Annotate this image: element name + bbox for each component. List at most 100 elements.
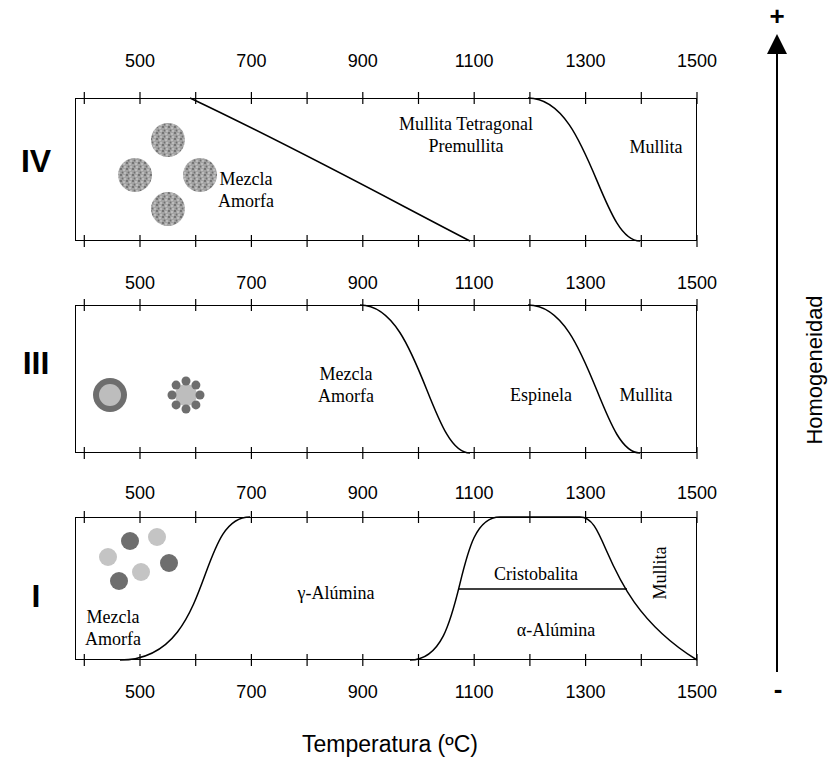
scale-sign: + bbox=[769, 1, 784, 32]
axis-tick bbox=[529, 447, 530, 459]
axis-number: 1500 bbox=[677, 51, 717, 73]
axis-tick bbox=[418, 654, 419, 666]
phase-boundary bbox=[360, 305, 470, 453]
axis-number: 700 bbox=[236, 682, 266, 704]
phase-label: Mullita Tetragonal Premullita bbox=[385, 114, 547, 157]
axis-number: 1100 bbox=[455, 51, 494, 73]
phase-boundary bbox=[459, 588, 627, 590]
particle-icon bbox=[110, 572, 128, 590]
axis-tick bbox=[84, 235, 85, 247]
particle-icon bbox=[121, 532, 139, 550]
particle-dot bbox=[172, 400, 181, 409]
axis-number: 500 bbox=[125, 51, 155, 73]
temperature-panel: IVMezcla AmorfaMullita Tetragonal Premul… bbox=[75, 98, 697, 241]
axis-tick bbox=[139, 235, 140, 247]
particle-dot bbox=[196, 391, 205, 400]
particle-icon bbox=[160, 554, 178, 572]
particle-dot bbox=[172, 381, 181, 390]
particle-icon bbox=[151, 123, 185, 157]
axis-number: 1300 bbox=[566, 483, 606, 505]
axis-number: 1300 bbox=[566, 682, 606, 704]
axis-number: 900 bbox=[348, 682, 378, 704]
axis-title: Homogeneidad bbox=[802, 295, 828, 444]
axis-tick bbox=[529, 654, 530, 666]
particle-icon bbox=[99, 548, 117, 566]
axis-tick bbox=[307, 235, 308, 247]
axis-tick bbox=[418, 447, 419, 459]
particle-dot bbox=[191, 400, 200, 409]
particle-icon bbox=[183, 158, 217, 192]
particle-icon bbox=[148, 528, 166, 546]
particle-icon bbox=[93, 378, 127, 412]
phase-label: Mezcla Amorfa bbox=[207, 169, 285, 212]
particle-dot bbox=[182, 377, 191, 386]
temperature-panel: IMezcla Amorfaγ-AlúminaCristobalitaα-Alú… bbox=[75, 517, 697, 660]
axis-tick bbox=[195, 235, 196, 247]
axis-tick bbox=[139, 447, 140, 459]
axis-number: 500 bbox=[125, 273, 155, 295]
phase-boundary bbox=[410, 517, 697, 660]
homogeneity-arrow bbox=[776, 44, 778, 672]
axis-number: 1500 bbox=[677, 273, 717, 295]
axis-number: 700 bbox=[236, 273, 266, 295]
axis-tick bbox=[362, 447, 363, 459]
axis-tick bbox=[474, 654, 475, 666]
axis-tick bbox=[84, 447, 85, 459]
particle-icon bbox=[168, 377, 205, 414]
phase-boundary bbox=[528, 305, 640, 453]
axis-tick bbox=[474, 235, 475, 247]
axis-number: 500 bbox=[125, 682, 155, 704]
axis-tick bbox=[307, 447, 308, 459]
axis-tick bbox=[307, 654, 308, 666]
axis-tick bbox=[84, 654, 85, 666]
axis-number: 900 bbox=[348, 483, 378, 505]
particle-icon bbox=[151, 192, 185, 226]
axis-ticks bbox=[84, 92, 697, 666]
axis-title: Temperatura (ºC) bbox=[302, 731, 478, 759]
axis-tick bbox=[195, 447, 196, 459]
particle-dot bbox=[191, 381, 200, 390]
axis-tick bbox=[418, 235, 419, 247]
axis-tick bbox=[585, 654, 586, 666]
phase-label: Mullita bbox=[620, 385, 673, 407]
axis-tick bbox=[641, 447, 642, 459]
particle-dot bbox=[168, 391, 177, 400]
panel-number: IV bbox=[21, 142, 51, 180]
particle-dot bbox=[182, 405, 191, 414]
panel-number: III bbox=[23, 344, 50, 382]
temperature-panel: IIIMezcla AmorfaEspinelaMullita bbox=[75, 305, 697, 453]
axis-tick bbox=[474, 447, 475, 459]
phase-label: Mullita bbox=[650, 547, 672, 600]
axis-number: 700 bbox=[236, 51, 266, 73]
phase-boundary bbox=[528, 98, 640, 241]
axis-tick bbox=[585, 235, 586, 247]
axis-number: 900 bbox=[348, 51, 378, 73]
axis-number: 1300 bbox=[566, 51, 606, 73]
axis-number: 1300 bbox=[566, 273, 606, 295]
phase-label: Espinela bbox=[510, 385, 572, 407]
particle-icon bbox=[118, 158, 152, 192]
phase-label: Cristobalita bbox=[494, 564, 578, 586]
phase-label: α-Alúmina bbox=[517, 620, 595, 642]
scale-sign: - bbox=[774, 674, 783, 705]
axis-tick bbox=[641, 654, 642, 666]
axis-tick bbox=[139, 654, 140, 666]
axis-number: 1100 bbox=[455, 682, 494, 704]
panel-number: I bbox=[32, 577, 41, 615]
axis-number: 1100 bbox=[455, 483, 494, 505]
axis-number: 1500 bbox=[677, 682, 717, 704]
particle-icon bbox=[132, 563, 150, 581]
axis-tick bbox=[362, 235, 363, 247]
phase-label: γ-Alúmina bbox=[298, 583, 375, 605]
axis-tick bbox=[195, 654, 196, 666]
axis-tick bbox=[641, 235, 642, 247]
axis-number: 1500 bbox=[677, 483, 717, 505]
axis-number: 700 bbox=[236, 483, 266, 505]
axis-tick bbox=[251, 447, 252, 459]
axis-number: 1100 bbox=[455, 273, 494, 295]
phase-label: Mullita bbox=[630, 137, 683, 159]
phase-label: Mezcla Amorfa bbox=[80, 607, 146, 650]
axis-tick bbox=[251, 654, 252, 666]
phase-label: Mezcla Amorfa bbox=[307, 364, 385, 407]
axis-tick bbox=[362, 654, 363, 666]
